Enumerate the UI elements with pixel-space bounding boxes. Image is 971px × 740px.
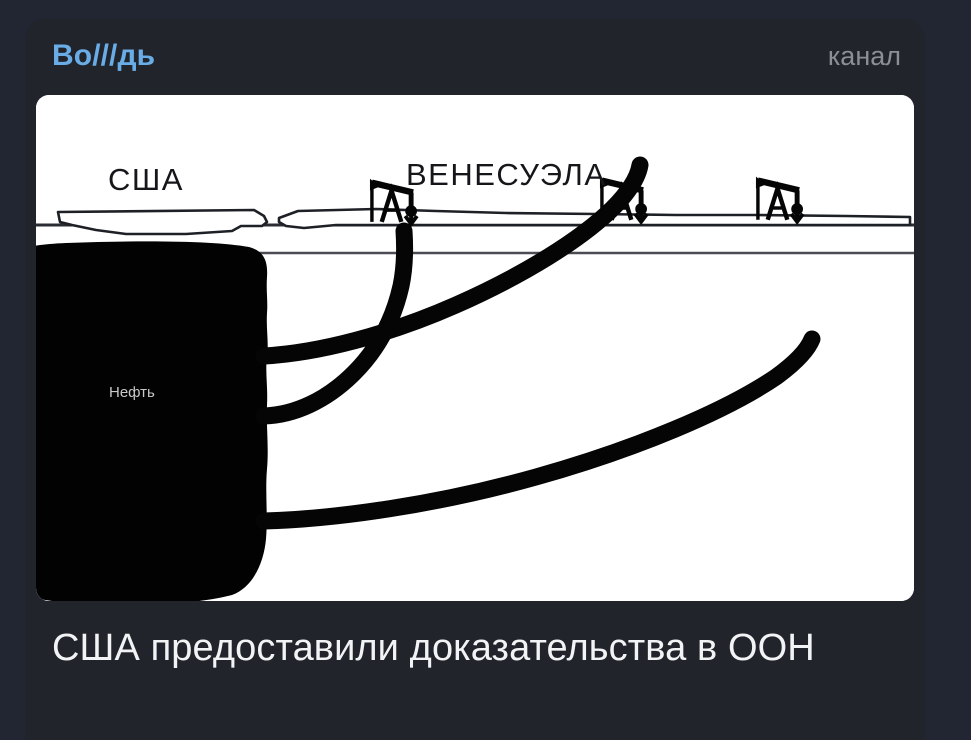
post-header: Во///дь канал — [25, 18, 925, 94]
post-caption: США предоставили доказательства в ООН — [52, 627, 815, 669]
oil-pipe-right — [255, 330, 821, 530]
channel-post-card[interactable]: Во///дь канал Нефть — [25, 18, 925, 740]
pumpjack-middle — [599, 176, 649, 226]
post-image[interactable]: Нефть — [36, 95, 914, 601]
venezuela-region-label: ВЕНЕСУЭЛА — [406, 157, 607, 192]
pumpjack-left — [369, 178, 419, 228]
oil-cartoon-illustration: Нефть — [36, 95, 914, 601]
oil-reservoir-label: Нефть — [109, 384, 155, 401]
pumpjack-right — [755, 176, 805, 225]
usa-region-label: США — [108, 162, 184, 197]
oil-pipe-left — [255, 222, 414, 425]
channel-kind-label: канал — [827, 40, 901, 71]
oil-reservoir-blob — [36, 241, 268, 601]
usa-landmass-outline — [56, 208, 269, 236]
channel-name[interactable]: Во///дь — [52, 39, 156, 72]
